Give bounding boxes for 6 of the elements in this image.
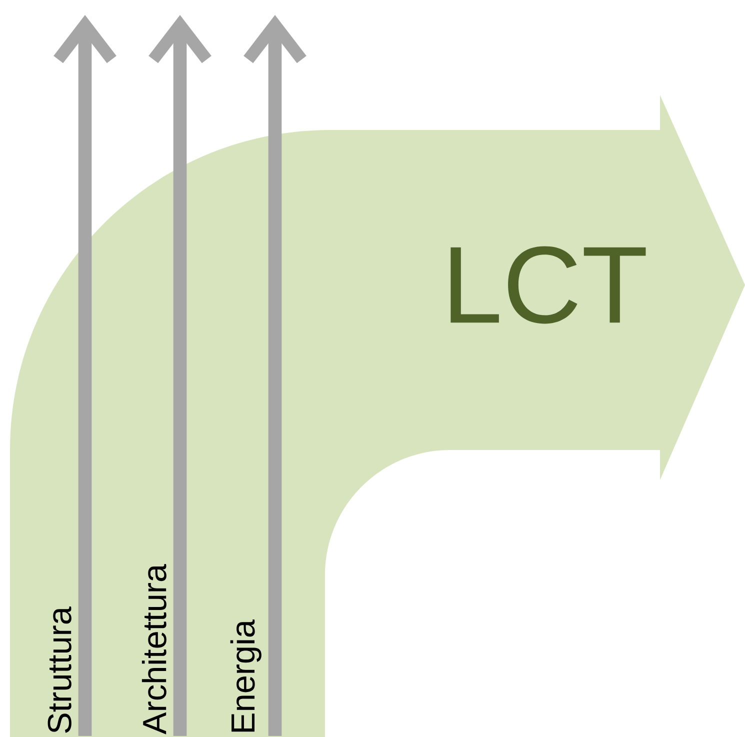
vertical-label: Architettura: [142, 564, 166, 734]
arrow: [244, 14, 306, 736]
vertical-label: Energia: [230, 620, 262, 732]
vertical-label: Struttura: [48, 606, 72, 733]
arrow: [148, 14, 212, 736]
arrow: [54, 14, 116, 736]
